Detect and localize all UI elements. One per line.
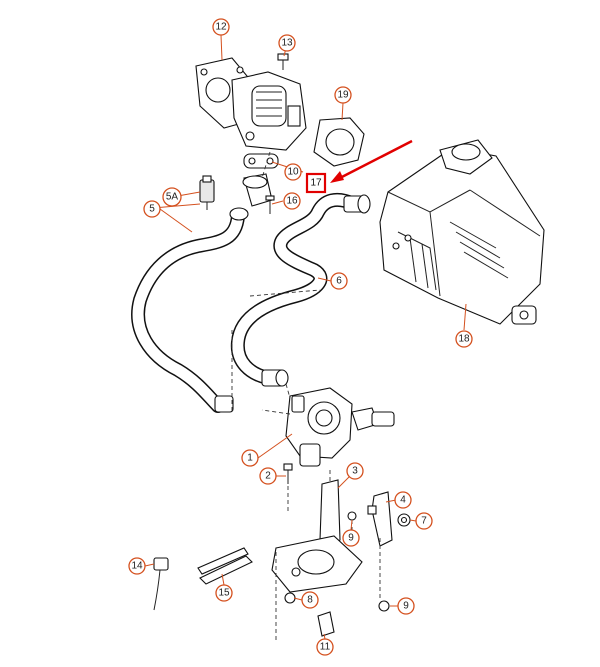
callout-19: 19 (334, 86, 352, 104)
egr-cooler-seal-19 (313, 117, 365, 167)
nut-9a (347, 511, 357, 521)
callout-8: 8 (301, 591, 319, 609)
callout-2: 2 (259, 467, 277, 485)
air-filter-housing (379, 139, 545, 325)
bolt-2 (283, 463, 293, 484)
callout-5a: 5A (162, 187, 182, 207)
callout-18: 18 (455, 330, 473, 348)
nut-8 (284, 592, 296, 604)
callout-3: 3 (346, 462, 364, 480)
svg-text:10: 10 (287, 167, 299, 178)
clip-11 (317, 611, 335, 637)
holder-15 (197, 547, 253, 585)
callout-4: 4 (394, 491, 412, 509)
callout-9-lower: 9 (397, 597, 415, 615)
svg-text:19: 19 (337, 90, 349, 101)
egr-valve (231, 71, 307, 151)
bracket-4 (367, 491, 393, 547)
svg-text:1: 1 (247, 453, 253, 464)
water-pump (285, 387, 395, 467)
callout-7: 7 (415, 512, 433, 530)
callout-10: 10 (284, 163, 302, 181)
callout-6: 6 (330, 272, 348, 290)
svg-text:17: 17 (310, 178, 322, 189)
cable-tie-14 (153, 557, 169, 611)
highlight-arrow (330, 139, 413, 183)
callout-1: 1 (241, 449, 259, 467)
bracket-3 (271, 479, 363, 593)
callout-14: 14 (128, 557, 146, 575)
callout-5: 5 (143, 200, 161, 218)
callout-15: 15 (215, 584, 233, 602)
svg-text:13: 13 (281, 38, 293, 49)
svg-text:7: 7 (421, 516, 427, 527)
callout-11: 11 (316, 638, 334, 656)
svg-text:2: 2 (265, 471, 271, 482)
svg-text:12: 12 (215, 22, 227, 33)
svg-text:15: 15 (218, 588, 230, 599)
bolt-16 (265, 195, 275, 214)
svg-text:3: 3 (352, 466, 358, 477)
svg-text:5A: 5A (166, 192, 179, 203)
callout-9-upper: 9 (342, 529, 360, 547)
hose-5 (131, 207, 249, 413)
hose-6 (230, 192, 371, 387)
callout-13: 13 (278, 34, 296, 52)
flange-gasket-10 (243, 153, 279, 169)
svg-text:11: 11 (320, 642, 331, 653)
svg-text:4: 4 (400, 495, 406, 506)
pipe-connector (242, 173, 273, 207)
svg-text:5: 5 (149, 204, 155, 215)
callout-12: 12 (212, 18, 230, 36)
nut-7 (397, 513, 411, 527)
nut-9b (378, 600, 390, 612)
svg-text:6: 6 (336, 276, 342, 287)
svg-text:14: 14 (131, 561, 143, 572)
callout-16: 16 (283, 192, 301, 210)
callout-17-highlighted: 17 (305, 172, 327, 194)
svg-text:8: 8 (307, 595, 313, 606)
svg-text:9: 9 (348, 533, 354, 544)
svg-text:9: 9 (403, 601, 409, 612)
svg-text:18: 18 (458, 334, 470, 345)
bolt-13 (277, 53, 289, 70)
sensor-5a (199, 175, 215, 210)
svg-text:16: 16 (286, 196, 298, 207)
